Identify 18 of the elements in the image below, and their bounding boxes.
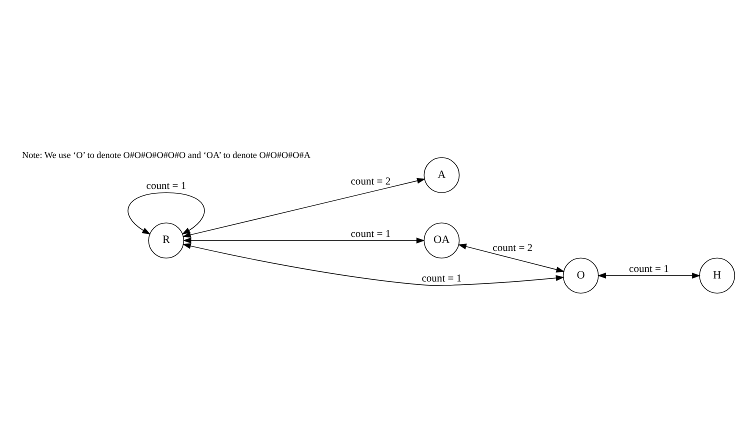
- arrow: [598, 272, 701, 279]
- node-circle: H: [699, 258, 736, 294]
- edge-label: count = 1: [146, 181, 186, 192]
- node-circle: OA: [424, 222, 460, 258]
- edge-label: count = 2: [492, 243, 533, 254]
- node-circle: R: [148, 222, 184, 258]
- edge-label: count = 1: [629, 264, 669, 276]
- label: Note: We use ‘O’ to denote O#O#O#O#O#O and ‘OA’ to denote O#O#O#O#A: [22, 150, 310, 160]
- edge-label: count = 2: [350, 176, 391, 188]
- arrow: [182, 238, 425, 244]
- node-circle: A: [424, 157, 460, 194]
- arrow: [128, 192, 205, 234]
- arrow: [182, 243, 564, 286]
- arrow: [458, 244, 565, 272]
- node-circle: O: [562, 258, 599, 294]
- edge-label: count = 1: [350, 228, 391, 240]
- arrow: [182, 178, 426, 238]
- edge-label: count = 1: [422, 273, 462, 284]
